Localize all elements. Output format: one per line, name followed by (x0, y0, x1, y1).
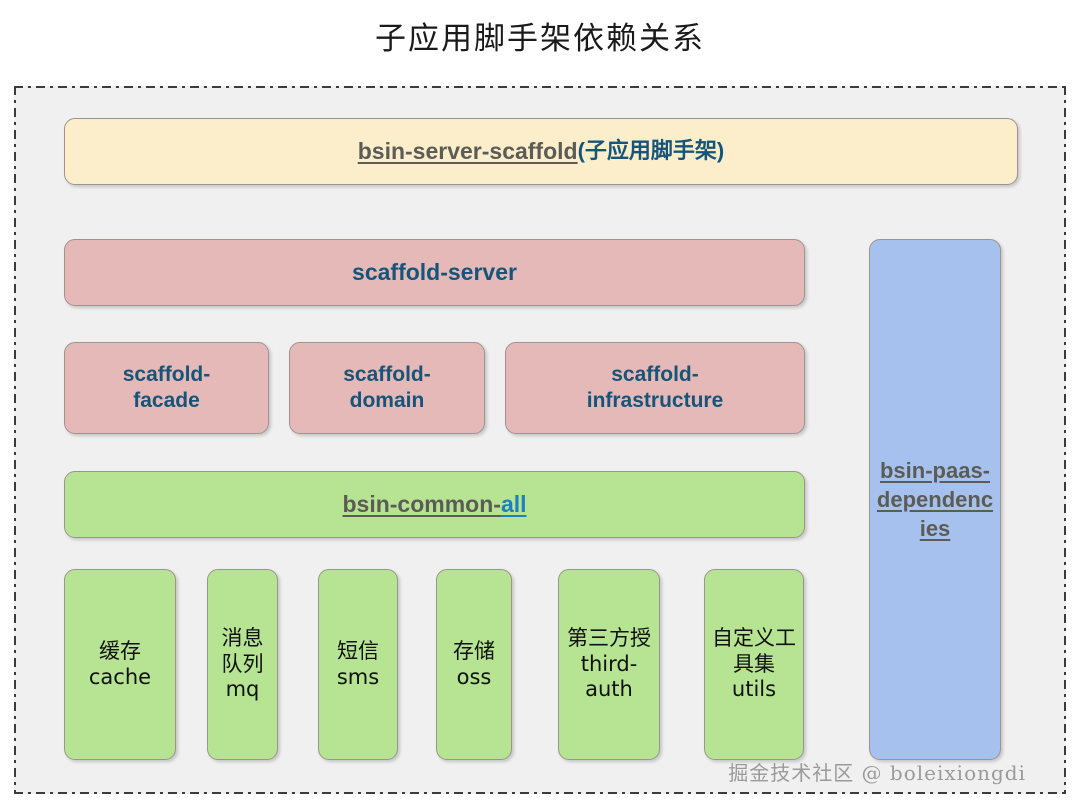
node-label: bsin-paas-dependencies (876, 457, 994, 542)
node-label: scaffold- infrastructure (587, 362, 724, 413)
node-label: 存储 oss (453, 639, 495, 690)
node-label-en: utils (731, 677, 777, 702)
node-label: 自定义工具集 utils (709, 626, 799, 703)
node-label: scaffold- domain (343, 362, 431, 413)
node-utils[interactable]: 自定义工具集 utils (704, 569, 804, 760)
node-label: 短信 sms (337, 639, 379, 690)
node-label-main: bsin-server-scaffold (357, 138, 578, 165)
node-scaffold-server[interactable]: scaffold-server (64, 239, 805, 306)
node-label-line1: scaffold- (122, 363, 211, 387)
node-scaffold-domain[interactable]: scaffold- domain (289, 342, 485, 434)
node-label: scaffold- facade (123, 362, 211, 413)
node-label-line2: infrastructure (586, 389, 724, 412)
node-label-line1: scaffold- (611, 363, 699, 387)
node-label-cn: 第三方授 (567, 626, 651, 651)
node-label-en: cache (88, 664, 152, 689)
node-label-line2: domain (349, 389, 425, 412)
watermark: 掘金技术社区 @ boleixiongdi (728, 761, 1026, 785)
diagram-container: bsin-server-scaffold(子应用脚手架) scaffold-se… (14, 86, 1066, 794)
node-label-main: bsin-common- (342, 491, 501, 518)
node-label-en: third-auth (580, 651, 638, 702)
node-label: scaffold-server (352, 259, 517, 286)
node-sms[interactable]: 短信 sms (318, 569, 398, 760)
node-bsin-paas-dependencies[interactable]: bsin-paas-dependencies (869, 239, 1001, 760)
node-label-en: sms (336, 664, 380, 689)
node-label-cn: 短信 (337, 638, 379, 663)
node-label: 缓存 cache (89, 639, 151, 690)
node-bsin-common-all[interactable]: bsin-common-all (64, 471, 805, 538)
node-scaffold-infrastructure[interactable]: scaffold- infrastructure (505, 342, 805, 434)
node-bsin-server-scaffold[interactable]: bsin-server-scaffold(子应用脚手架) (64, 118, 1018, 185)
node-label-en: mq (225, 677, 260, 702)
node-label-paren: (子应用脚手架) (577, 138, 725, 164)
node-label: 消息队列 mq (212, 626, 273, 703)
node-label: 第三方授 third-auth (563, 626, 655, 703)
node-cache[interactable]: 缓存 cache (64, 569, 176, 760)
node-scaffold-facade[interactable]: scaffold- facade (64, 342, 269, 434)
node-label-cn: 自定义工具集 (712, 626, 796, 676)
node-label-en: oss (456, 664, 492, 689)
node-mq[interactable]: 消息队列 mq (207, 569, 278, 760)
node-third-auth[interactable]: 第三方授 third-auth (558, 569, 660, 760)
node-oss[interactable]: 存储 oss (436, 569, 512, 760)
node-label-suffix: all (500, 491, 527, 518)
page-title: 子应用脚手架依赖关系 (375, 21, 705, 57)
node-label-cn: 缓存 (98, 638, 141, 663)
node-label-cn: 存储 (453, 638, 495, 663)
node-label-cn: 消息队列 (221, 626, 264, 676)
node-label-line2: facade (133, 389, 200, 412)
node-label-line1: scaffold- (343, 363, 431, 387)
